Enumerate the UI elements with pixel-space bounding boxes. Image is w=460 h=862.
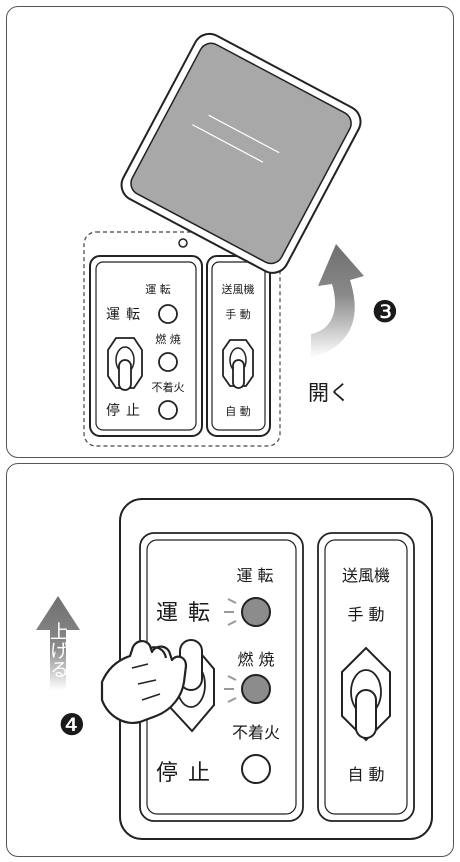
- stop-label: 停止: [106, 402, 146, 419]
- burn-lamp-label: 燃 焼: [155, 332, 181, 346]
- stop-label: 停止: [156, 761, 220, 786]
- main-control-box: [89, 255, 203, 437]
- manual-label: 手 動: [347, 605, 384, 624]
- fan-label: 送風機: [342, 566, 390, 585]
- fan-label: 送風機: [222, 282, 255, 296]
- open-direction-arrow: [311, 244, 364, 358]
- burn-lamp-glow: [224, 675, 237, 703]
- manual-label: 手 動: [225, 307, 251, 321]
- auto-label: 自 動: [347, 765, 384, 784]
- misfire-lamp: [158, 400, 178, 420]
- run-lamp: [158, 304, 178, 324]
- run-lamp-glow: [224, 598, 237, 626]
- panel-cover[interactable]: [116, 28, 366, 278]
- hand-pointer-icon: [100, 640, 188, 724]
- step-4-badge: ❹: [59, 708, 86, 743]
- run-lamp-label: 運 転: [236, 566, 273, 585]
- misfire-lamp: [241, 754, 271, 784]
- burn-lamp-label: 燃 焼: [237, 650, 274, 669]
- open-label: 開く: [308, 381, 350, 405]
- misfire-lamp-label: 不着火: [152, 380, 185, 394]
- misfire-lamp-label: 不着火: [232, 723, 280, 742]
- cover-hinge-hole: [178, 238, 188, 248]
- burn-lamp-lit: [241, 674, 271, 704]
- run-label: 運転: [156, 601, 220, 626]
- raise-direction-arrow: [36, 596, 80, 690]
- raise-label: 上げる: [47, 621, 69, 678]
- step-3-badge: ❸: [372, 295, 399, 330]
- run-lamp-label: 運 転: [145, 283, 171, 296]
- run-label: 運転: [106, 307, 146, 323]
- cover-outline-dashed: [83, 231, 281, 447]
- burn-lamp: [158, 352, 178, 372]
- auto-label: 自 動: [225, 404, 251, 418]
- run-lamp-lit: [241, 597, 271, 627]
